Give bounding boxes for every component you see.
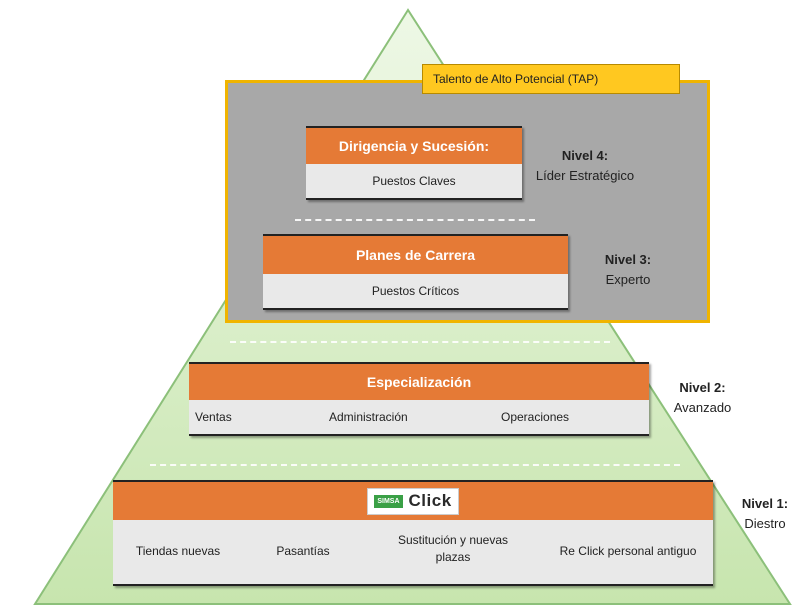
tap-label: Talento de Alto Potencial (TAP) [422, 64, 680, 94]
level-4-number: Nivel 4: [561, 148, 609, 163]
divider-dashed [295, 219, 535, 221]
level-3-item: Puestos Críticos [371, 284, 460, 298]
level-2-name: Avanzado [673, 400, 732, 415]
level-4-block: Dirigencia y Sucesión: Puestos Claves [306, 126, 522, 200]
level-1-header: SIMSA Click [113, 480, 713, 520]
level-1-item: Sustitución y nuevas plazas [397, 533, 509, 564]
level-2-header: Especialización [189, 362, 649, 400]
level-1-item: Tiendas nuevas [135, 544, 221, 558]
level-3-body: Puestos Críticos [263, 274, 568, 310]
level-2-block: Especialización Ventas Administración Op… [189, 362, 649, 436]
level-1-item: Re Click personal antiguo [559, 544, 697, 558]
click-logo: SIMSA Click [367, 487, 459, 515]
level-2-body: Ventas Administración Operaciones [189, 400, 649, 436]
level-4-body: Puestos Claves [306, 164, 522, 200]
level-1-label: Nivel 1: Diestro [733, 494, 797, 534]
level-2-item: Operaciones [501, 410, 570, 424]
logo-mark: SIMSA [374, 494, 403, 508]
level-4-header: Dirigencia y Sucesión: [306, 126, 522, 164]
level-1-block: SIMSA Click Tiendas nuevas Pasantías Sus… [113, 480, 713, 586]
level-3-name: Experto [605, 272, 651, 287]
level-3-header: Planes de Carrera [263, 234, 568, 274]
level-2-item: Administración [329, 410, 408, 424]
divider-dashed [150, 464, 680, 466]
level-4-label: Nivel 4: Líder Estratégico [530, 146, 640, 186]
level-1-body: Tiendas nuevas Pasantías Sustitución y n… [113, 520, 713, 586]
level-3-label: Nivel 3: Experto [588, 250, 668, 290]
level-2-item: Ventas [195, 410, 232, 424]
divider-dashed [230, 341, 610, 343]
level-4-name: Líder Estratégico [535, 168, 635, 183]
level-3-number: Nivel 3: [604, 252, 652, 267]
level-2-number: Nivel 2: [679, 380, 726, 395]
level-1-number: Nivel 1: [741, 496, 789, 511]
logo-text: Click [408, 491, 452, 510]
level-2-label: Nivel 2: Avanzado [655, 378, 750, 418]
level-3-block: Planes de Carrera Puestos Críticos [263, 234, 568, 310]
level-1-item: Pasantías [276, 544, 330, 558]
level-4-item: Puestos Claves [372, 174, 456, 188]
level-1-name: Diestro [744, 516, 786, 531]
